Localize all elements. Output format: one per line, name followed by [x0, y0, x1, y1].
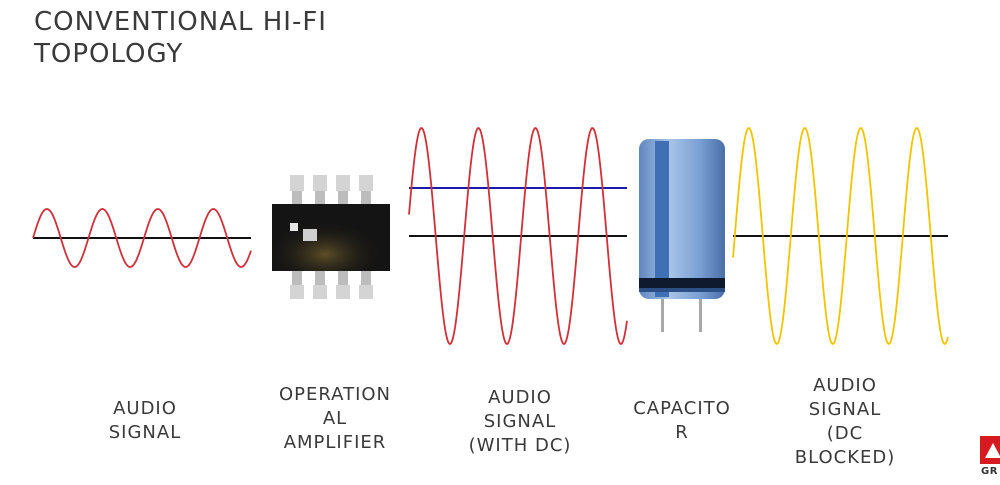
label-capacitor: CAPACITO R — [633, 398, 731, 443]
capacitor-polarity-stripe — [655, 141, 669, 297]
capacitor-lead-right — [699, 296, 702, 332]
capacitor-body — [639, 139, 725, 299]
label-audio-with-dc: AUDIO SIGNAL (WITH DC) — [468, 387, 572, 456]
audio-signal-wave — [32, 208, 252, 268]
audio-blocked-graphic — [732, 126, 949, 346]
audio-with-dc-graphic — [408, 127, 628, 346]
electrolytic-capacitor-icon — [639, 139, 725, 332]
op-amp-top-pins — [290, 175, 373, 204]
audio-blocked-wave — [732, 126, 949, 346]
op-amp-pin1-marker — [290, 223, 298, 231]
brand-logo-text: GR — [981, 466, 998, 477]
capacitor-lead-left — [661, 296, 664, 332]
title-line-1: CONVENTIONAL HI-FI — [34, 7, 327, 37]
audio-with-dc-wave — [408, 127, 628, 346]
capacitor-band — [639, 278, 725, 288]
brand-logo-mark — [980, 436, 1000, 464]
diagram-title: CONVENTIONAL HI-FI TOPOLOGY — [34, 6, 327, 70]
label-op-amp: OPERATION AL AMPLIFIER — [278, 384, 392, 453]
audio-signal-graphic — [32, 208, 252, 268]
label-audio-signal: AUDIO SIGNAL — [108, 398, 182, 443]
brand-logo: GR — [980, 436, 1000, 485]
op-amp-bottom-pins — [290, 271, 373, 299]
title-line-2: TOPOLOGY — [34, 39, 184, 69]
op-amp-chip-icon — [272, 175, 390, 299]
label-audio-blocked: AUDIO SIGNAL (DC BLOCKED) — [794, 375, 896, 468]
